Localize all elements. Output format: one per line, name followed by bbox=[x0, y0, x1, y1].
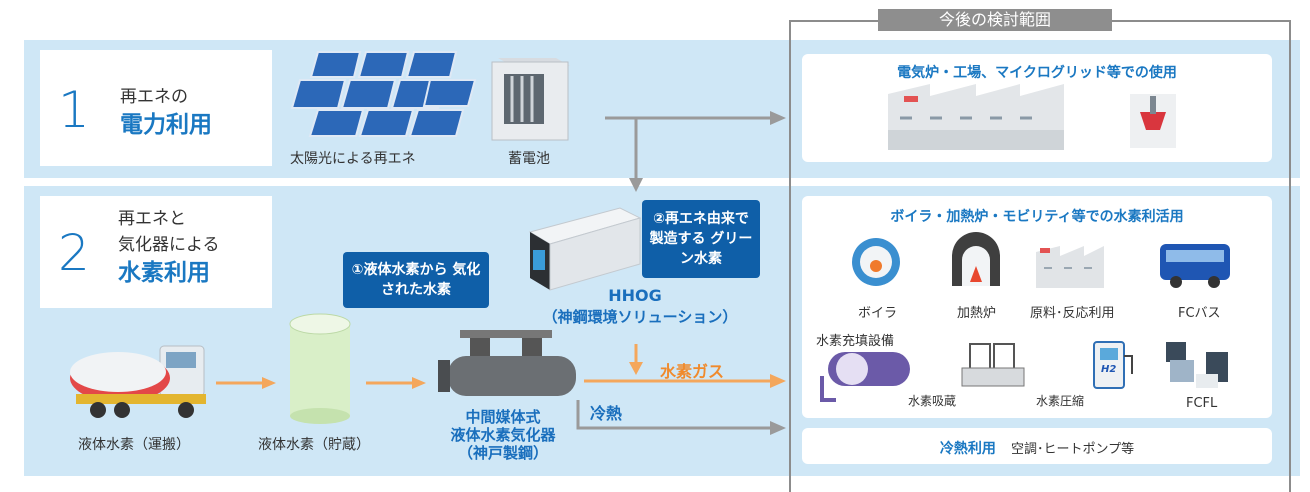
row2-subtitle-2: 気化器による bbox=[118, 235, 220, 255]
solar-caption: 太陽光による再エネ bbox=[290, 151, 416, 167]
hydrogen-use-title: ボイラ・加熱炉・モビリティ等での水素利活用 bbox=[890, 209, 1184, 225]
fcfl-caption: FCFL bbox=[1186, 396, 1218, 411]
lh2-storage-caption: 液体水素（貯蔵） bbox=[258, 437, 370, 453]
cold-use-desc: 空調･ヒートポンプ等 bbox=[1010, 442, 1135, 457]
furnace-caption: 加熱炉 bbox=[957, 306, 997, 321]
row2-subtitle-1: 再エネと bbox=[118, 209, 186, 229]
callout-lh2-hydrogen: ①液体水素から 気化された水素 bbox=[343, 252, 489, 308]
cold-heat-label: 冷熱 bbox=[590, 404, 623, 423]
material-caption: 原料･反応利用 bbox=[1030, 306, 1115, 321]
hhog-maker: （神鋼環境ソリューション） bbox=[542, 308, 738, 326]
compression-caption: 水素圧縮 bbox=[1036, 394, 1085, 408]
callout-lh2-hydrogen-text: ①液体水素から 気化された水素 bbox=[351, 262, 481, 298]
vaporizer-label-3: （神戸製鋼） bbox=[457, 444, 548, 462]
row2-title: 水素利用 bbox=[118, 260, 210, 286]
row1-title-box bbox=[40, 50, 272, 166]
lh2-transport-caption: 液体水素（運搬） bbox=[78, 437, 190, 453]
hhog-label: HHOG bbox=[608, 286, 662, 305]
row2-title-box bbox=[40, 196, 272, 308]
row1-number: 1 bbox=[58, 81, 90, 139]
station-caption: 水素充填設備 bbox=[816, 334, 895, 349]
fc-bus-caption: FCバス bbox=[1178, 306, 1221, 321]
absorption-caption: 水素吸蔵 bbox=[908, 394, 957, 408]
h2-label: H2 bbox=[1101, 364, 1117, 375]
vaporizer-label-2: 液体水素気化器 bbox=[450, 426, 556, 444]
callout-green-hydrogen: ②再エネ由来で 製造する グリーン水素 bbox=[642, 200, 760, 278]
row1-title-group: 再エネの 電力利用 bbox=[120, 84, 212, 140]
cold-use-panel: 冷熱利用 空調･ヒートポンプ等 bbox=[802, 428, 1272, 464]
battery-caption: 蓄電池 bbox=[508, 151, 550, 167]
row2-number: 2 bbox=[58, 224, 90, 282]
hydrogen-gas-label: 水素ガス bbox=[660, 362, 725, 381]
power-use-title: 電気炉・工場、マイクログリッド等での使用 bbox=[897, 65, 1177, 81]
row1-subtitle: 再エネの bbox=[120, 87, 188, 107]
row2-title-group: 再エネと 気化器による 水素利用 bbox=[118, 206, 220, 288]
vaporizer-label-1: 中間媒体式 bbox=[465, 408, 541, 426]
cold-use-title: 冷熱利用 bbox=[939, 441, 996, 457]
scope-label: 今後の検討範囲 bbox=[878, 9, 1112, 31]
row1-title: 電力利用 bbox=[120, 112, 212, 138]
cold-use-row: 冷熱利用 空調･ヒートポンプ等 bbox=[802, 438, 1272, 458]
boiler-caption: ボイラ bbox=[858, 306, 898, 321]
callout-green-hydrogen-text: ②再エネ由来で 製造する グリーン水素 bbox=[649, 211, 753, 267]
